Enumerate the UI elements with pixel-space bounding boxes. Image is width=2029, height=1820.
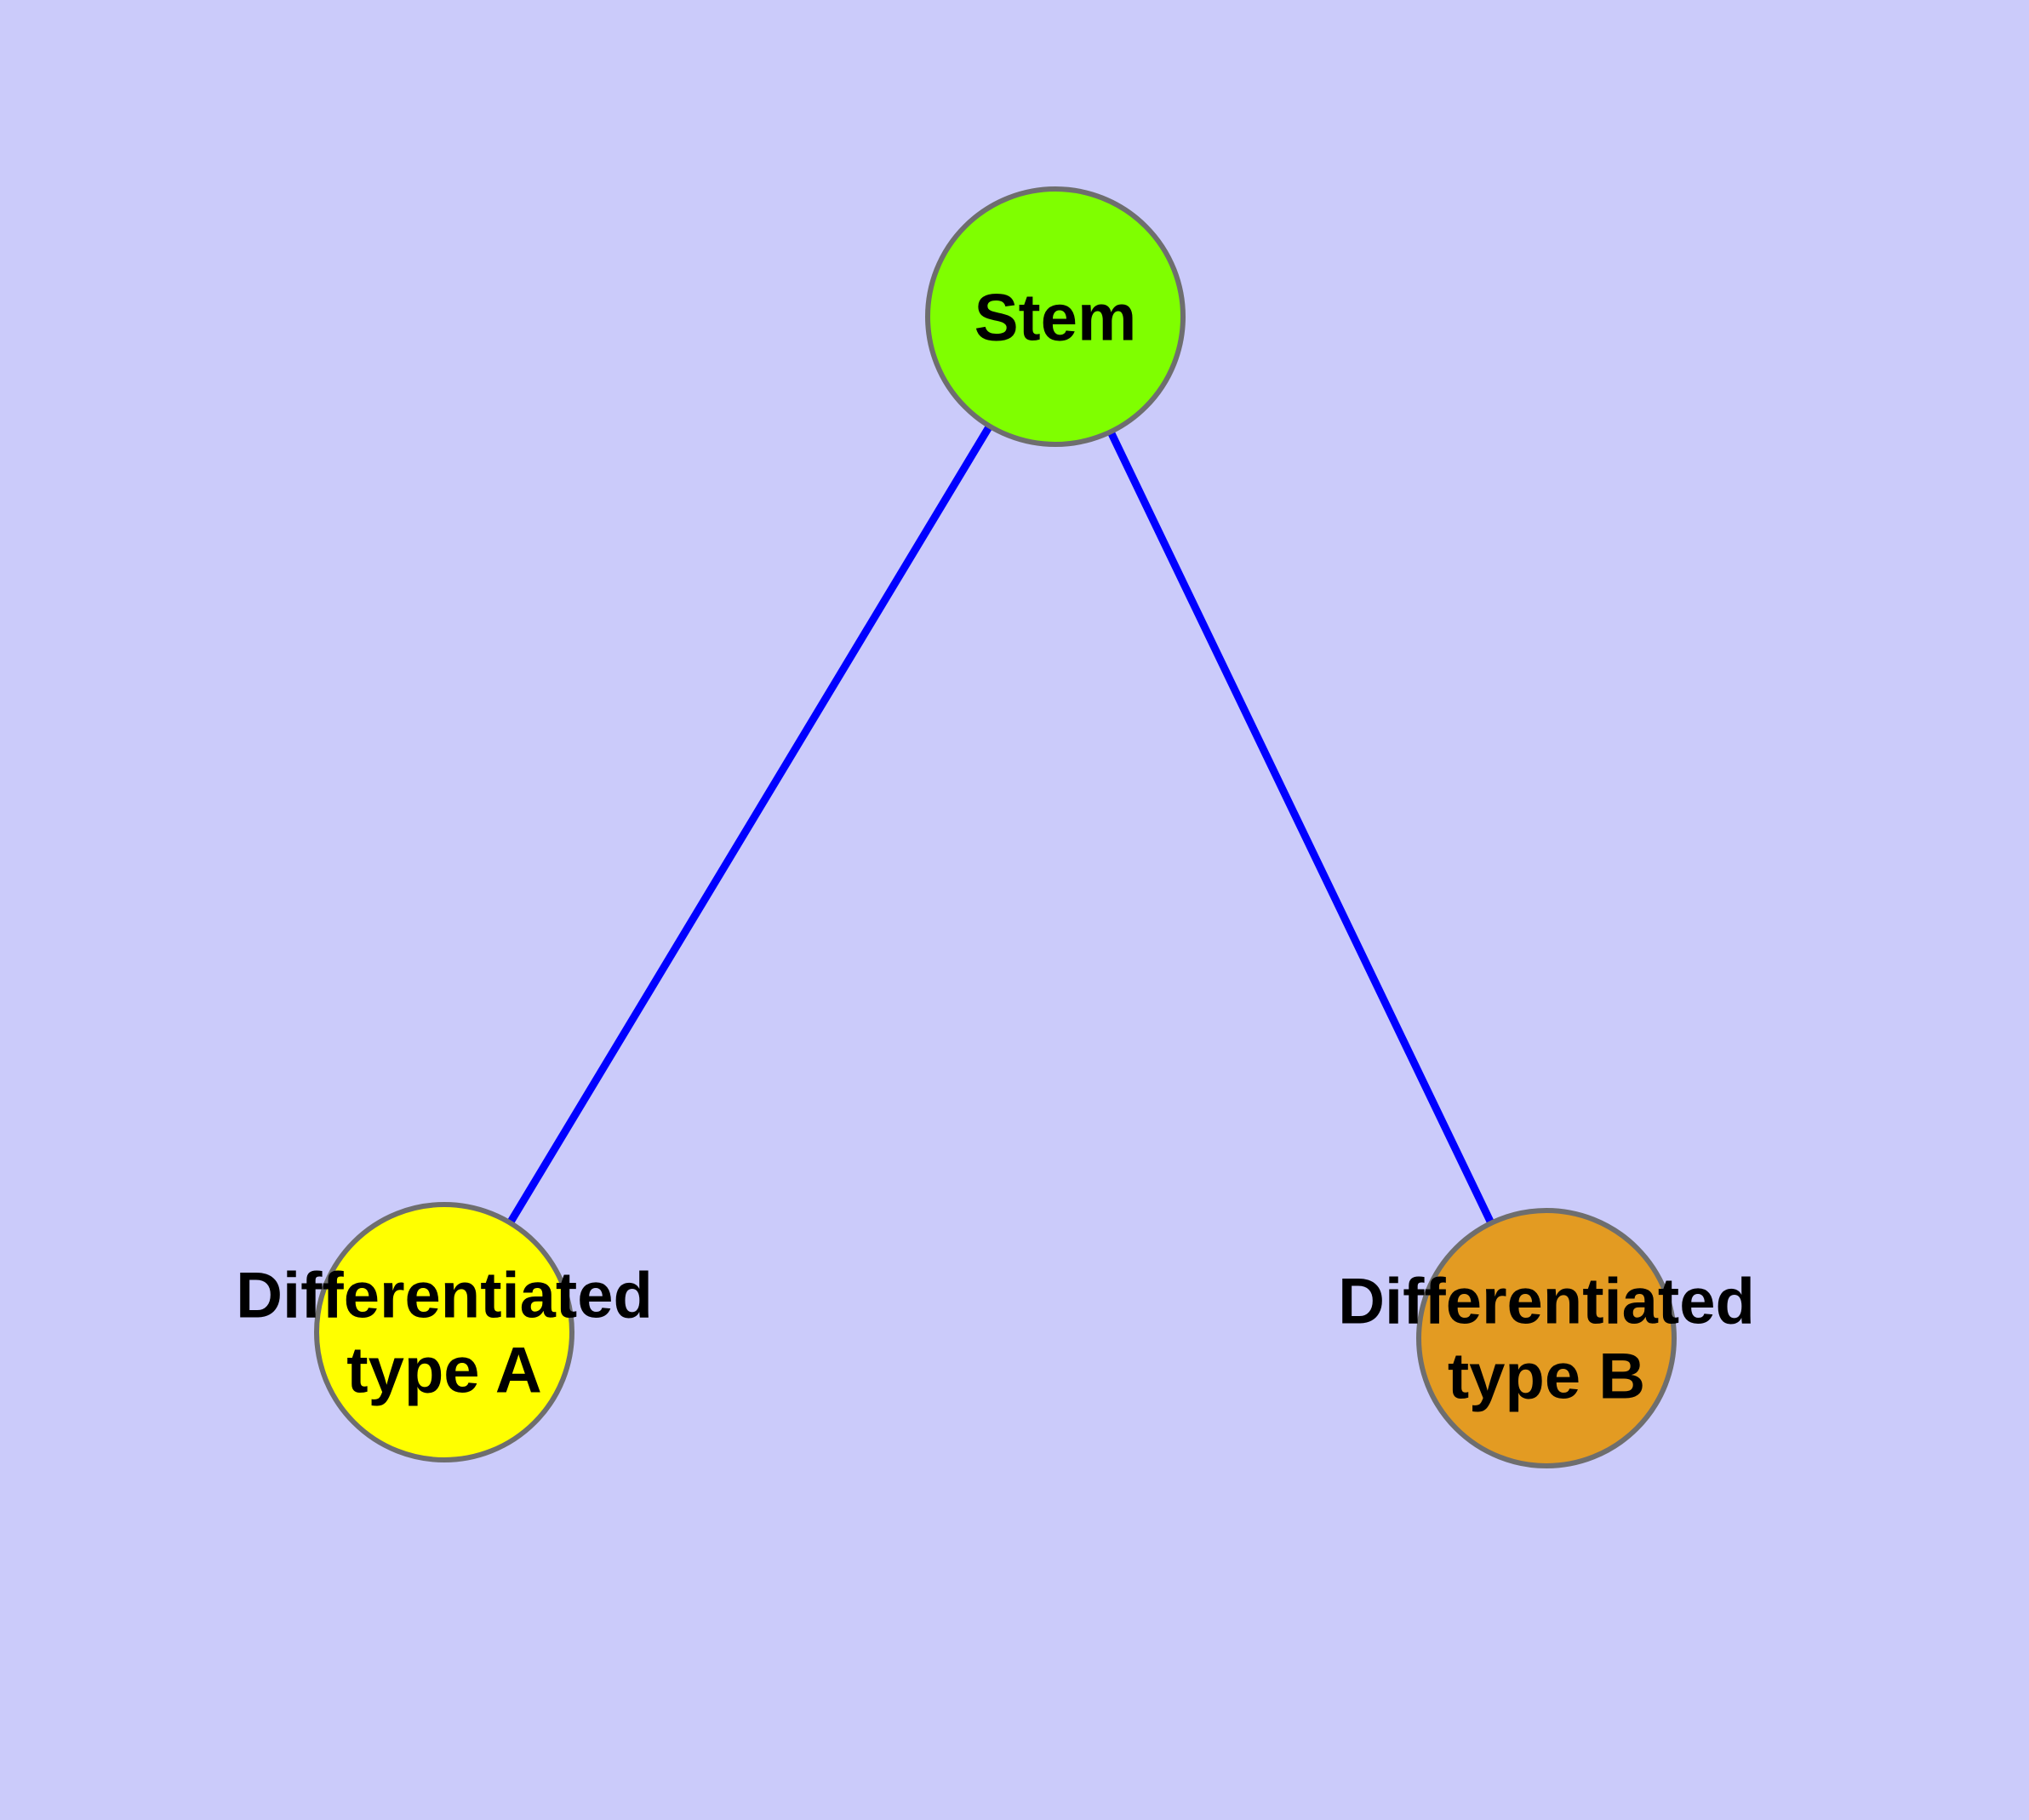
node-label-line: Differentiated	[236, 1260, 653, 1332]
node-label-line: type A	[346, 1335, 541, 1407]
edges-group	[503, 418, 1498, 1231]
edge-stem-type-a[interactable]	[503, 418, 997, 1231]
node-label-line: Stem	[974, 279, 1137, 354]
node-label-line: type B	[1448, 1341, 1645, 1413]
node-circle-type_a[interactable]	[314, 1202, 574, 1462]
node-label-line: Differentiated	[1338, 1266, 1755, 1338]
node-stem[interactable]: Stem	[925, 186, 1186, 447]
node-circle-stem[interactable]	[925, 186, 1186, 447]
edge-stem-type-b[interactable]	[1104, 424, 1498, 1231]
node-label-stem: Stem	[974, 279, 1137, 354]
node-circle-type_b[interactable]	[1416, 1208, 1677, 1468]
